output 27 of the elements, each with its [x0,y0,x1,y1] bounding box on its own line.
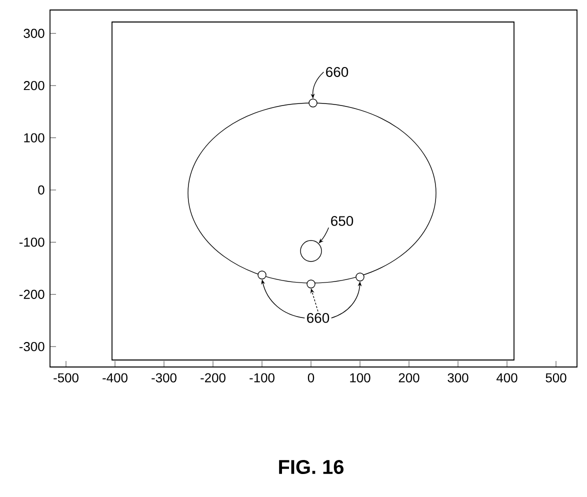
circle-marker [356,272,364,282]
tick-label: -300 [152,373,176,382]
callout-number: 660 [326,67,348,77]
tick-label: -100 [250,373,274,382]
figure-caption: FIG. 16 [279,460,344,474]
circle-marker [306,280,316,288]
tick-label: -400 [102,373,128,382]
callout-number: 660 [307,313,330,323]
tick-label: 100 [350,373,370,382]
tick-label: 100 [24,133,44,142]
callout-number: 650 [331,216,354,226]
tick-label: 300 [448,373,468,382]
tick-label: 0 [308,373,314,382]
tick-label: -500 [54,373,78,382]
tick-label: 200 [24,81,44,90]
tick-label: -300 [19,342,44,352]
tick-label: 500 [546,373,566,382]
tick-label: 400 [496,373,518,382]
tick-label: 0 [38,185,44,195]
tick-label: -100 [19,238,44,247]
tick-label: 200 [398,373,420,382]
tick-label: 300 [24,28,44,38]
tick-label: -200 [19,290,44,299]
circle-marker [300,240,322,262]
tick-label: -200 [200,373,226,382]
circle-marker [308,98,318,108]
circle-marker [258,270,266,280]
